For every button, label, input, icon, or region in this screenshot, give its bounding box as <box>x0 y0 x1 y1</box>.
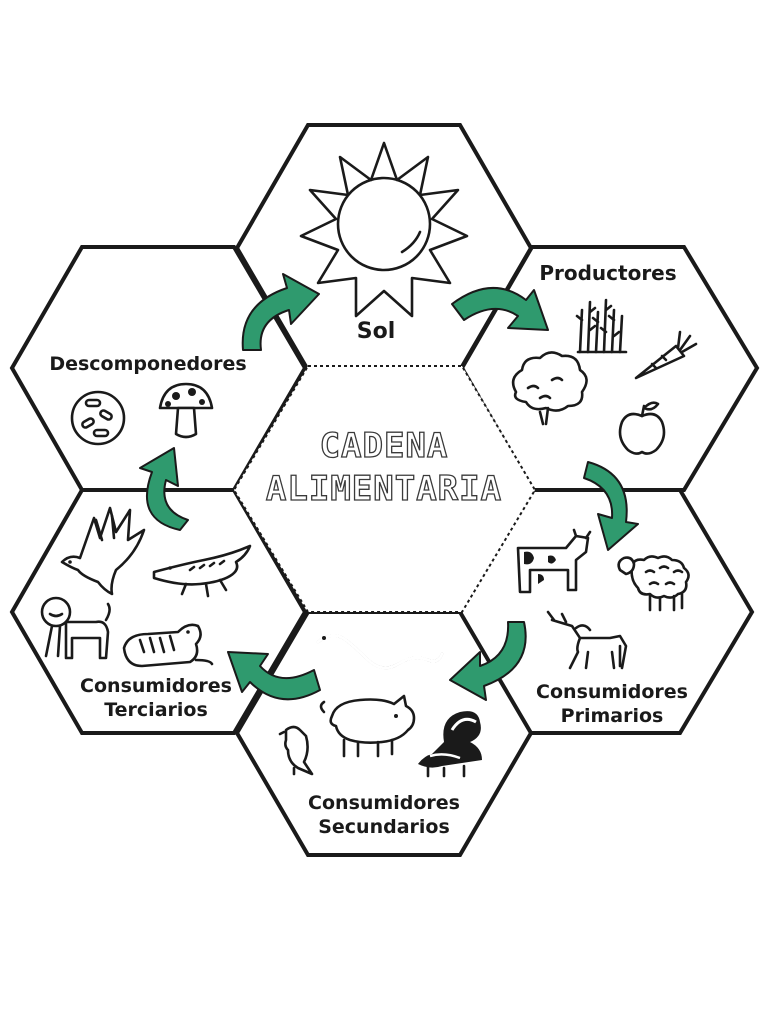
arrow-descomponedores-to-sol <box>241 273 320 351</box>
pig-icon <box>319 694 416 758</box>
label-secundarios-line2: Secundarios <box>318 816 450 838</box>
center-title-line1: CADENA <box>320 426 449 466</box>
label-primarios-line2: Primarios <box>561 705 664 727</box>
bacteria-icon <box>70 390 126 446</box>
center-title-line2: ALIMENTARIA <box>266 469 502 509</box>
label-descomponedores: Descomponedores <box>49 353 246 375</box>
horse-icon <box>546 610 628 670</box>
hex-center <box>232 365 537 613</box>
label-terciarios-line2: Terciarios <box>104 699 208 721</box>
carrot-icon <box>634 330 698 380</box>
label-primarios-line1: Consumidores <box>536 681 688 703</box>
arrow-primarios-to-secundarios <box>449 621 527 701</box>
tree-icon <box>511 351 588 426</box>
worm-icon <box>94 284 142 324</box>
label-sol: Sol <box>357 319 396 344</box>
mushroom-icon <box>158 382 214 439</box>
tiger-icon <box>122 623 214 668</box>
skunk-icon <box>418 711 482 778</box>
crocodile-icon <box>152 544 252 598</box>
label-terciarios-line1: Consumidores <box>80 675 232 697</box>
arrow-sol-to-productores <box>451 287 549 331</box>
arrow-secundarios-to-terciarios <box>227 651 321 701</box>
arrow-productores-to-primarios <box>583 461 639 551</box>
grass-icon <box>575 298 628 354</box>
sun-icon <box>299 141 469 318</box>
apple-icon <box>618 401 666 455</box>
snake-icon <box>316 634 444 670</box>
lion-icon <box>40 596 111 660</box>
label-productores: Productores <box>539 261 676 285</box>
arrow-terciarios-to-descomponedores <box>139 447 189 531</box>
label-secundarios-line1: Consumidores <box>308 792 460 814</box>
eagle-icon <box>60 506 146 596</box>
cow-icon <box>516 528 592 594</box>
sheep-icon <box>617 555 690 612</box>
small-bird-icon <box>278 725 314 776</box>
